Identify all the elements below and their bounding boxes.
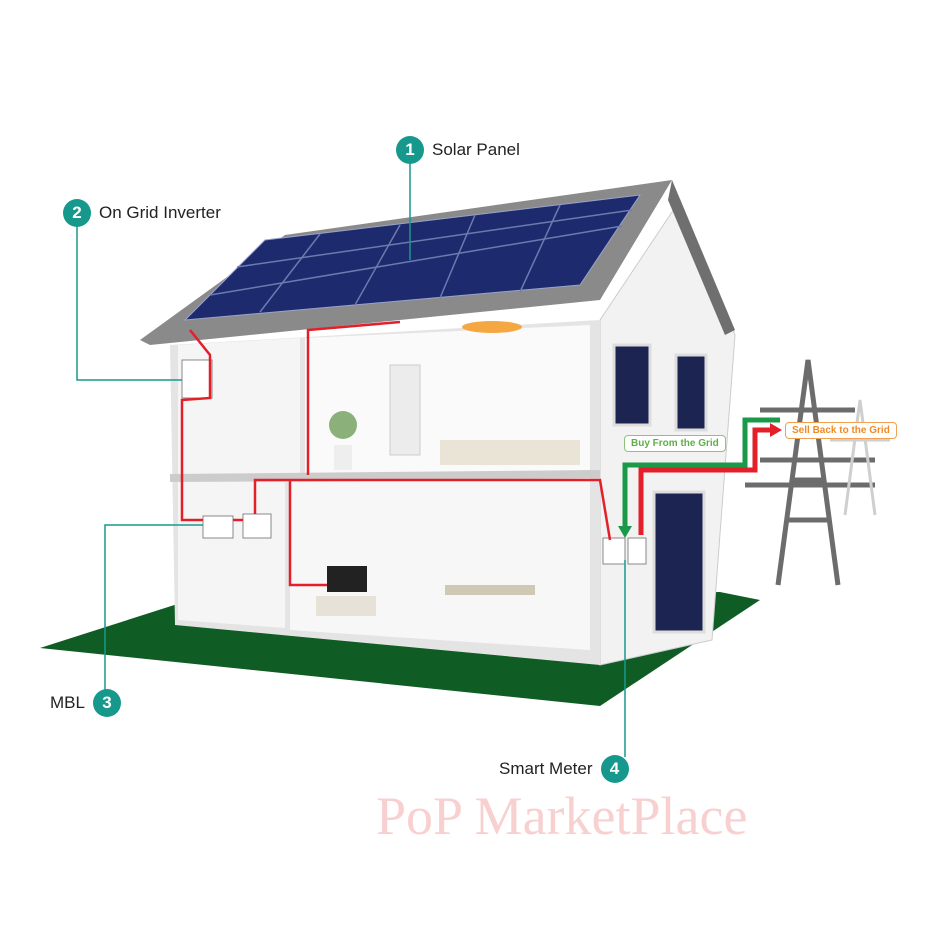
callout-label: Smart Meter [499,759,593,778]
callout-number: 2 [63,199,91,227]
dining-table [445,585,535,595]
callout-number: 1 [396,136,424,164]
callout-label: MBL [50,693,85,712]
smart-meter [602,537,626,565]
callout-label: On Grid Inverter [99,203,221,222]
callout-solar-panel: 1 Solar Panel [396,136,520,164]
inverter [181,359,213,399]
callout-mbl: MBL 3 [50,689,121,717]
ceiling-light [462,321,522,333]
window [612,343,652,427]
callout-inverter: 2 On Grid Inverter [63,199,221,227]
upper-room [305,325,590,475]
power-tower [745,359,875,586]
watermark: PoP MarketPlace [376,786,748,846]
mbl-box [202,515,234,539]
plant [334,445,352,470]
sell-back-grid-label: Sell Back to the Grid [785,422,897,439]
window [674,353,708,432]
lower-room [290,478,590,650]
buy-from-grid-label: Buy From the Grid [624,435,726,452]
callout-smart-meter: Smart Meter 4 [499,755,629,783]
callout-number: 3 [92,689,121,717]
left-lower-room [178,482,285,628]
callout-number: 4 [600,755,629,783]
bed [440,440,580,465]
callout-label: Solar Panel [432,140,520,159]
door [652,490,706,634]
left-room [178,338,300,478]
tv [327,566,367,592]
